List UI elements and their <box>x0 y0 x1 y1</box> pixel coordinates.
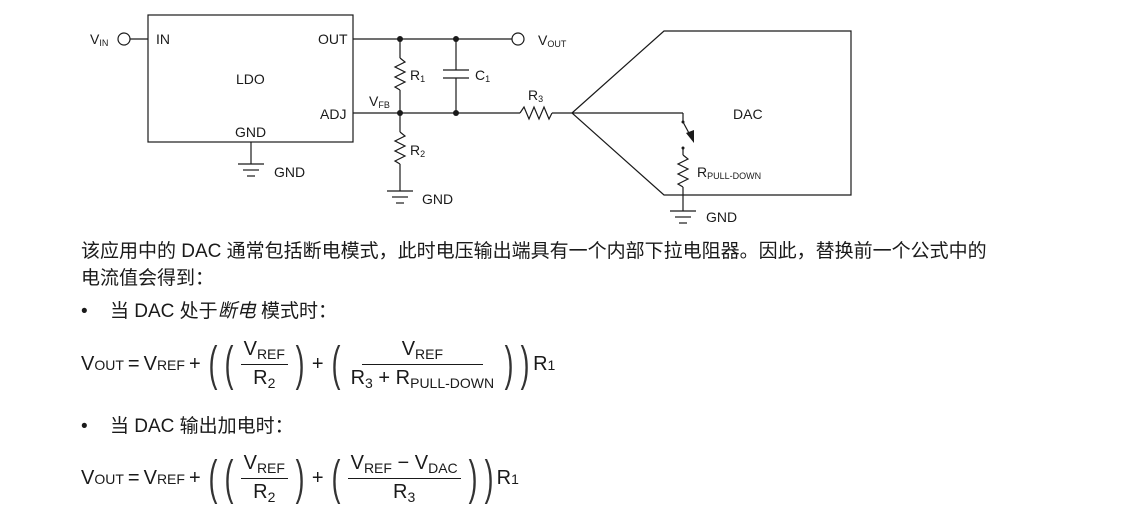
junction-dot <box>397 36 403 42</box>
circuit-diagram: VIN IN OUT LDO ADJ GND GND VOUT R1 C1 VF… <box>90 14 852 225</box>
gnd-label: GND <box>422 191 453 207</box>
bullet-power-up: •当 DAC 输出加电时： <box>81 416 294 437</box>
r3-resistor <box>519 105 553 121</box>
svg-text:R3: R3 <box>528 87 543 104</box>
pin-gnd-label: GND <box>235 124 266 140</box>
ground-icon <box>238 163 264 177</box>
gnd-label: GND <box>706 209 737 225</box>
vin-terminal <box>117 32 131 46</box>
svg-text:R1: R1 <box>410 67 425 84</box>
svg-text:C1: C1 <box>475 67 490 84</box>
gnd-label: GND <box>274 164 305 180</box>
paragraph: 该应用中的 DAC 通常包括断电模式，此时电压输出端具有一个内部下拉电阻器。因此… <box>81 241 987 289</box>
pin-in-label: IN <box>156 31 170 47</box>
vout-terminal <box>511 32 525 46</box>
svg-text:VFB: VFB <box>369 93 390 110</box>
switch-arrow-icon <box>686 130 694 143</box>
ldo-label: LDO <box>236 71 265 87</box>
rpulldown-resistor <box>676 154 690 188</box>
junction-dot <box>453 36 459 42</box>
ground-icon <box>670 210 696 224</box>
bullet-power-down: •当 DAC 处于断电 模式时： <box>81 301 337 322</box>
r2-resistor <box>393 131 407 165</box>
junction-dot <box>397 110 403 116</box>
r1-resistor <box>393 57 407 91</box>
dac-label: DAC <box>733 106 763 122</box>
ground-icon <box>387 190 413 204</box>
pin-out-label: OUT <box>318 31 348 47</box>
svg-text:R2: R2 <box>410 142 425 159</box>
svg-text:RPULL-DOWN: RPULL-DOWN <box>697 164 761 181</box>
svg-text:VIN: VIN <box>90 31 108 48</box>
junction-dot <box>453 110 459 116</box>
dac-block <box>571 30 852 196</box>
svg-text:VOUT: VOUT <box>538 32 567 49</box>
pin-adj-label: ADJ <box>320 106 346 122</box>
